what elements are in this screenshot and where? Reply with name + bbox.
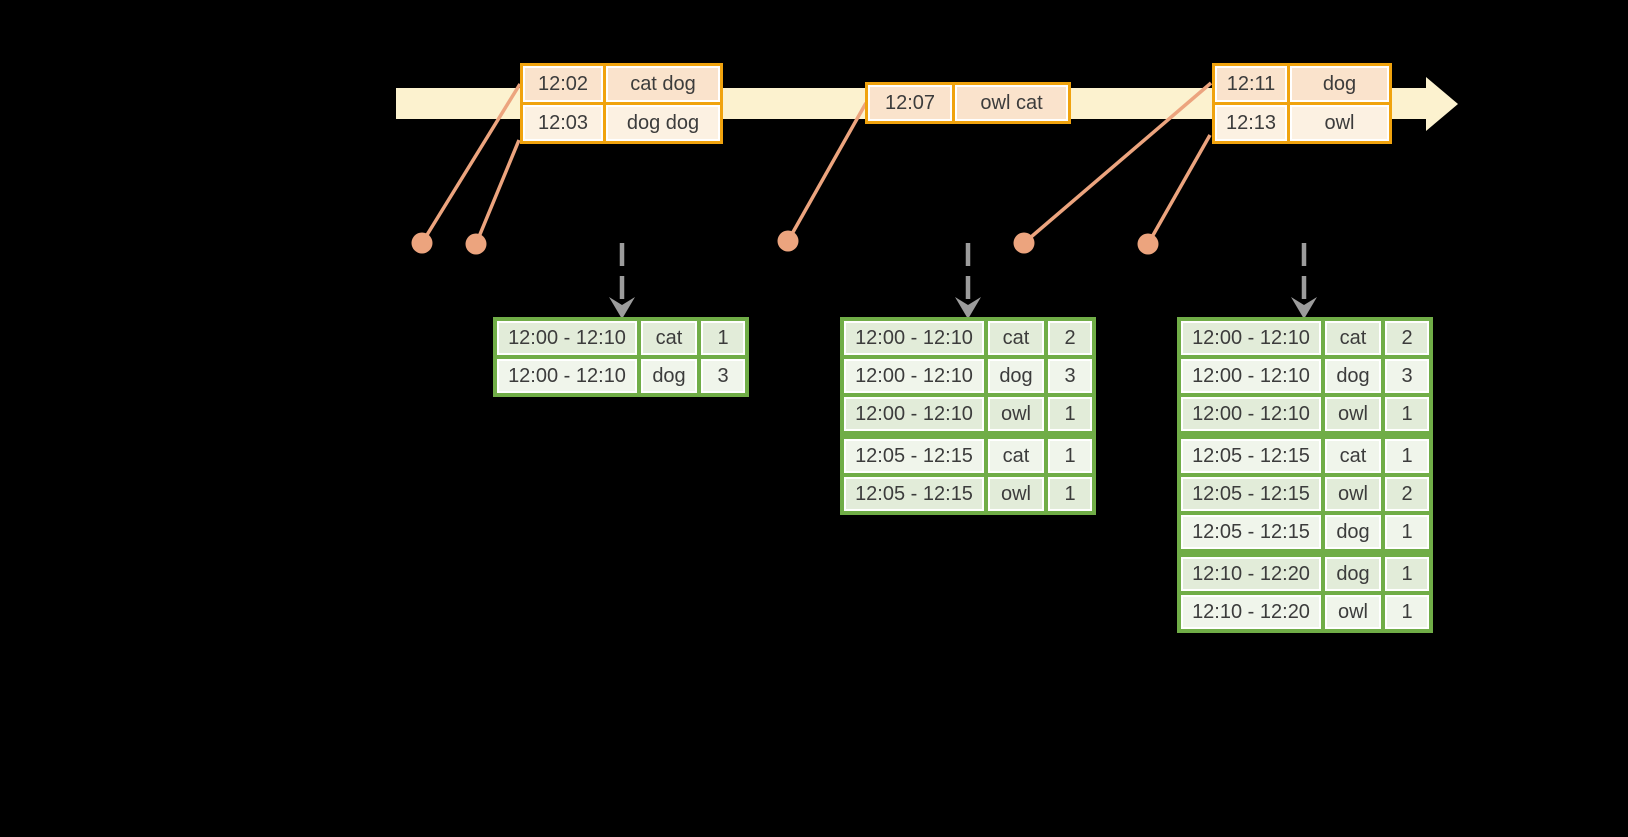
- table-cell-words: owl cat: [955, 85, 1068, 121]
- trigger-arrowhead-icon: [609, 297, 635, 319]
- table-cell-count: 1: [1048, 397, 1092, 431]
- table-cell-window: 12:00 - 12:10: [1181, 397, 1321, 431]
- table-cell-word: owl: [1325, 595, 1381, 629]
- table-cell-count: 1: [1385, 515, 1429, 549]
- table-cell-window: 12:05 - 12:15: [1181, 515, 1321, 549]
- table-cell-count: 3: [701, 359, 745, 393]
- table-cell-time: 12:11: [1215, 66, 1287, 102]
- table-cell-word: dog: [641, 359, 697, 393]
- table-cell-word: cat: [1325, 439, 1381, 473]
- table-cell-time: 12:02: [523, 66, 603, 102]
- table-cell-window: 12:10 - 12:20: [1181, 557, 1321, 591]
- table-cell-word: cat: [988, 439, 1044, 473]
- table-cell-window: 12:00 - 12:10: [497, 321, 637, 355]
- table-cell-word: dog: [1325, 359, 1381, 393]
- table-cell-window: 12:00 - 12:10: [844, 397, 984, 431]
- table-cell-time: 12:03: [523, 105, 603, 141]
- event-dot: [465, 233, 487, 255]
- table-cell-window: 12:05 - 12:15: [844, 439, 984, 473]
- table-cell-count: 1: [1048, 477, 1092, 511]
- table-cell-word: dog: [1325, 515, 1381, 549]
- table-cell-word: owl: [988, 477, 1044, 511]
- event-dot: [777, 230, 799, 252]
- table-cell-count: 1: [1385, 557, 1429, 591]
- table-cell-words: dog: [1290, 66, 1389, 102]
- table-cell-count: 3: [1048, 359, 1092, 393]
- table-cell-count: 2: [1048, 321, 1092, 355]
- event-dot: [1013, 232, 1035, 254]
- table-cell-words: dog dog: [606, 105, 720, 141]
- table-cell-window: 12:05 - 12:15: [1181, 439, 1321, 473]
- table-cell-window: 12:05 - 12:15: [1181, 477, 1321, 511]
- table-cell-time: 12:13: [1215, 105, 1287, 141]
- table-cell-count: 2: [1385, 321, 1429, 355]
- table-cell-count: 1: [1385, 439, 1429, 473]
- table-cell-count: 2: [1385, 477, 1429, 511]
- trigger-arrowhead-icon: [955, 297, 981, 319]
- table-cell-count: 1: [1385, 397, 1429, 431]
- table-cell-count: 1: [1385, 595, 1429, 629]
- table-cell-word: dog: [988, 359, 1044, 393]
- table-cell-count: 1: [1048, 439, 1092, 473]
- table-cell-window: 12:00 - 12:10: [844, 359, 984, 393]
- table-cell-count: 3: [1385, 359, 1429, 393]
- trigger-arrowhead-icon: [1291, 297, 1317, 319]
- event-dot: [411, 232, 433, 254]
- event-connector-line: [786, 102, 868, 242]
- table-cell-words: cat dog: [606, 66, 720, 102]
- table-cell-word: cat: [641, 321, 697, 355]
- table-cell-window: 12:05 - 12:15: [844, 477, 984, 511]
- table-cell-word: owl: [1325, 477, 1381, 511]
- table-cell-count: 1: [701, 321, 745, 355]
- table-cell-words: owl: [1290, 105, 1389, 141]
- table-cell-word: owl: [988, 397, 1044, 431]
- table-cell-word: dog: [1325, 557, 1381, 591]
- timeline-arrow-head-icon: [1426, 77, 1458, 131]
- table-cell-window: 12:00 - 12:10: [497, 359, 637, 393]
- table-cell-window: 12:10 - 12:20: [1181, 595, 1321, 629]
- table-cell-window: 12:00 - 12:10: [844, 321, 984, 355]
- table-cell-time: 12:07: [868, 85, 952, 121]
- table-cell-window: 12:00 - 12:10: [1181, 321, 1321, 355]
- table-cell-word: cat: [988, 321, 1044, 355]
- event-connector-line: [1146, 134, 1212, 245]
- event-connector-line: [474, 139, 521, 245]
- table-cell-word: cat: [1325, 321, 1381, 355]
- table-cell-word: owl: [1325, 397, 1381, 431]
- event-dot: [1137, 233, 1159, 255]
- table-cell-window: 12:00 - 12:10: [1181, 359, 1321, 393]
